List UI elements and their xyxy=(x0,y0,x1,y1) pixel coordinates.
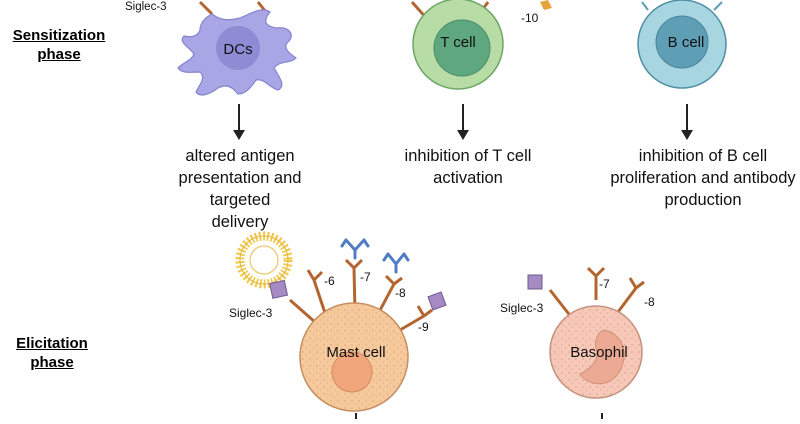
elicitation-phase-text: Elicitation phase xyxy=(16,335,88,371)
basophil-label: Basophil xyxy=(570,344,628,361)
b-outcome-line3: production xyxy=(664,191,742,209)
dc-outcome: altered antigen presentation and targete… xyxy=(150,145,330,233)
mast-siglec9-ligand xyxy=(427,291,447,311)
mast-cell-label: Mast cell xyxy=(326,344,385,361)
antibody-icon-2 xyxy=(382,252,410,274)
dendritic-cell: DCs Siglec-3 xyxy=(125,0,297,96)
b-arrow xyxy=(681,104,693,140)
t-arrow xyxy=(457,104,469,140)
t-cell-label: T cell xyxy=(440,34,476,51)
dc-arrow xyxy=(233,104,245,140)
sensitization-phase-label: Sensitization phase xyxy=(0,26,118,64)
baso-minus7-label: -7 xyxy=(599,277,610,291)
dc-outcome-line2: presentation and targeted xyxy=(178,169,302,209)
baso-siglec3-ligand xyxy=(527,274,543,290)
b-cell-label: B cell xyxy=(668,34,705,51)
t-cell: T cell -10 xyxy=(410,0,552,90)
dc-label: DCs xyxy=(223,41,252,58)
dc-outcome-line3: delivery xyxy=(211,213,269,231)
t-cell-nucleus xyxy=(433,19,491,77)
mast-minus7-label: -7 xyxy=(360,270,371,284)
mast-cell: Mast cell Siglec-3 -6 -7 -8 -9 xyxy=(229,231,447,412)
t-outcome: inhibition of T cell activation xyxy=(388,145,548,189)
liposome-icon xyxy=(235,231,293,289)
mast-cell-nucleus xyxy=(331,351,373,393)
basophil-granules xyxy=(550,306,642,398)
dc-siglec-receptor xyxy=(198,0,214,16)
baso-siglec3-label: Siglec-3 xyxy=(500,301,544,315)
b-outcome-line1: inhibition of B cell xyxy=(638,147,768,165)
baso-minus8-label: -8 xyxy=(644,295,655,309)
sensitization-phase-text: Sensitization phase xyxy=(12,27,106,63)
t-outcome-line1: inhibition of T cell xyxy=(404,147,532,165)
b-outcome: inhibition of B cell proliferation and a… xyxy=(606,145,800,211)
baso-receptors xyxy=(548,266,645,319)
dc-outcome-line1: altered antigen xyxy=(185,147,295,165)
mast-receptor-heads xyxy=(306,258,433,318)
t-outcome-line2: activation xyxy=(433,169,503,187)
antibody-icon-1 xyxy=(340,238,370,260)
b-cell-nucleus xyxy=(655,15,709,69)
elicitation-phase-label: Elicitation phase xyxy=(2,334,102,372)
b-cell: B cell xyxy=(637,0,727,89)
basophil: Basophil Siglec-3 -7 -8 xyxy=(500,266,655,399)
b-receptor-1 xyxy=(641,1,649,11)
basophil-nucleus xyxy=(579,329,625,385)
b-outcome-line2: proliferation and antibody xyxy=(610,169,796,187)
dc-siglec-label: Siglec-3 xyxy=(125,1,167,13)
dc-nucleus xyxy=(216,26,260,70)
mast-siglec3-ligand xyxy=(269,279,289,299)
mast-minus9-label: -9 xyxy=(418,320,429,334)
t-minus10-label: -10 xyxy=(521,11,539,25)
mast-minus6-label: -6 xyxy=(324,274,335,288)
b-receptor-2 xyxy=(713,1,723,11)
mast-siglec3-label: Siglec-3 xyxy=(229,306,273,320)
mast-minus8-label: -8 xyxy=(395,286,406,300)
t-ligand xyxy=(540,0,552,10)
